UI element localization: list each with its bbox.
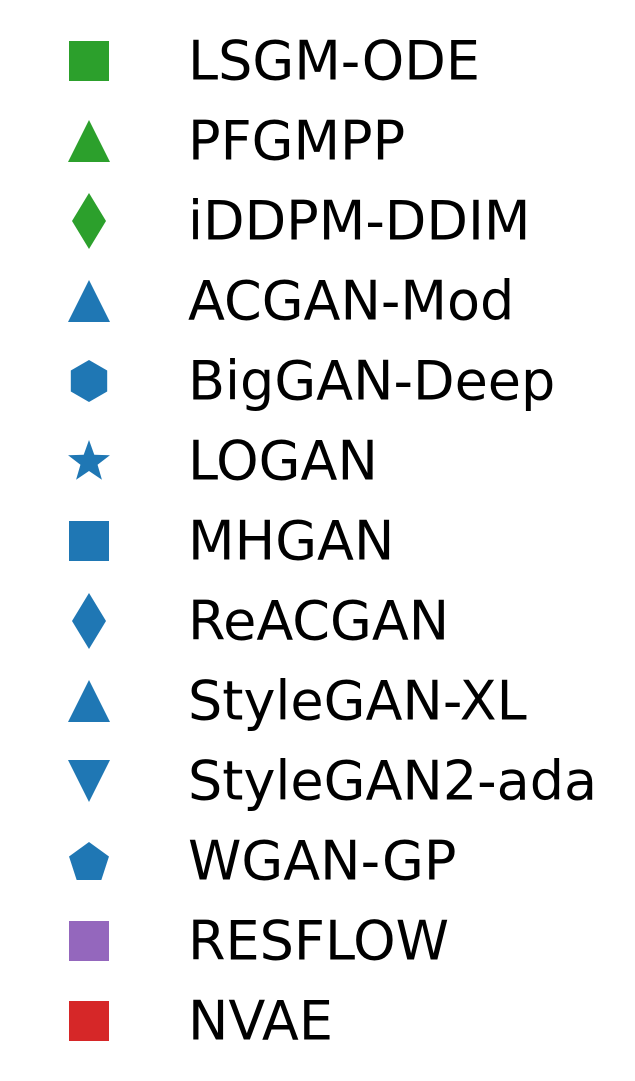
legend-marker-star [68, 440, 110, 480]
legend-entry-reacgan: ReACGAN [72, 590, 449, 653]
legend-label: BigGAN-Deep [188, 350, 555, 413]
legend-label: NVAE [188, 990, 333, 1053]
legend-marker-square [69, 921, 109, 961]
legend-entry-pfgmpp: PFGMPP [68, 110, 405, 173]
legend-entry-stylegan-xl: StyleGAN-XL [68, 670, 527, 733]
legend-label: ReACGAN [188, 590, 449, 653]
legend-entry-biggan-deep: BigGAN-Deep [70, 350, 555, 413]
legend-label: ACGAN-Mod [188, 270, 514, 333]
legend-entry-acgan-mod: ACGAN-Mod [68, 270, 514, 333]
legend-label: MHGAN [188, 510, 394, 573]
legend-marker-triangle-up [68, 280, 110, 322]
legend-label: LSGM-ODE [188, 30, 480, 93]
legend-marker-square [69, 521, 109, 561]
legend-label: iDDPM-DDIM [188, 190, 530, 253]
legend-label: StyleGAN-XL [188, 670, 527, 733]
legend-marker-triangle-down [68, 760, 110, 802]
legend-label: LOGAN [188, 430, 378, 493]
legend-marker-square [69, 1001, 109, 1041]
legend-label: StyleGAN2-ada [188, 750, 597, 813]
legend-marker-diamond [72, 593, 106, 649]
legend-label: PFGMPP [188, 110, 405, 173]
legend-entry-mhgan: MHGAN [69, 510, 394, 573]
legend-entry-lsgm-ode: LSGM-ODE [69, 30, 480, 93]
legend-marker-square [69, 41, 109, 81]
legend-marker-triangle-up [68, 680, 110, 722]
legend-entry-resflow: RESFLOW [69, 910, 449, 973]
legend-entry-stylegan2-ada: StyleGAN2-ada [68, 750, 597, 813]
legend-entry-iddpm-ddim: iDDPM-DDIM [72, 190, 530, 253]
legend-marker-hexagon [70, 360, 108, 402]
legend-entry-nvae: NVAE [69, 990, 333, 1053]
legend-marker-triangle-up [68, 120, 110, 162]
legend-label: WGAN-GP [188, 830, 456, 893]
legend-marker-diamond [72, 193, 106, 249]
legend-entry-wgan-gp: WGAN-GP [69, 830, 456, 893]
legend-entries: LSGM-ODE PFGMPP iDDPM-DDIM ACGAN-ModBigGAN-… [68, 30, 597, 1053]
legend-label: RESFLOW [188, 910, 449, 973]
legend-entry-logan: LOGAN [68, 430, 378, 493]
legend-marker-pentagon [69, 842, 109, 880]
